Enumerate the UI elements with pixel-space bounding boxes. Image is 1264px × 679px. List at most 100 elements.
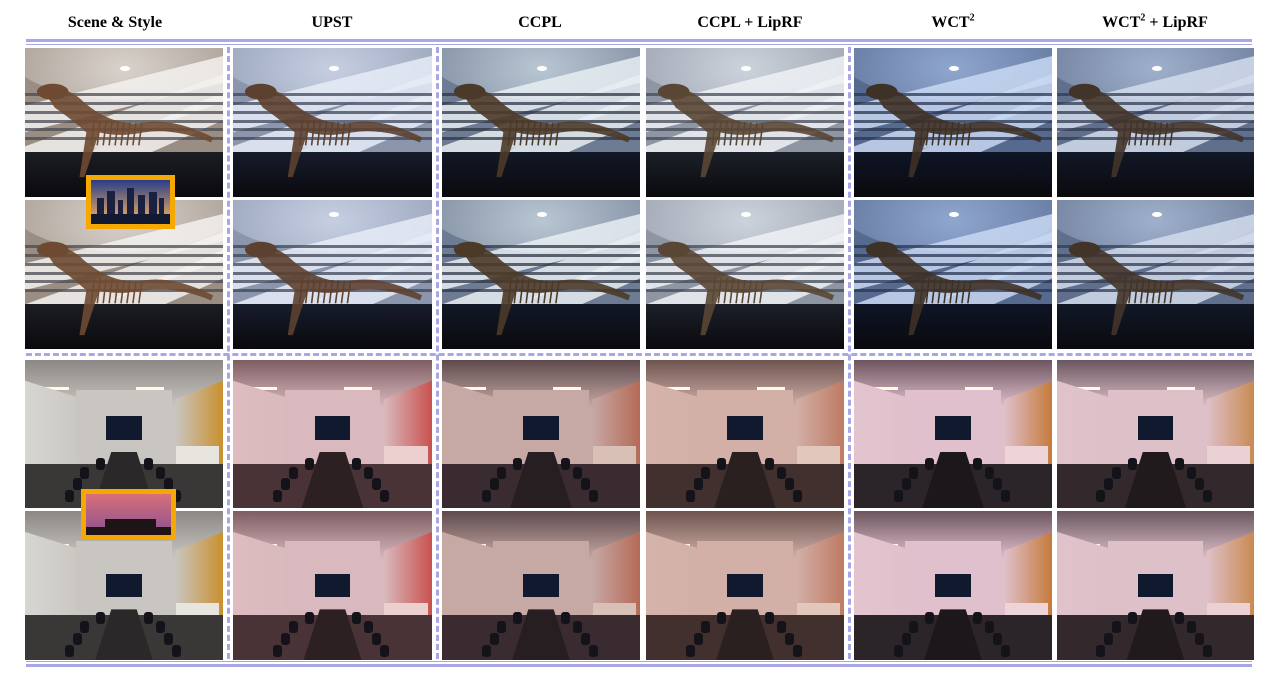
dinosaur-skeleton — [1068, 241, 1245, 336]
railing — [233, 271, 432, 275]
chair — [96, 457, 106, 470]
museum-scene-image-2 — [25, 200, 223, 349]
floor — [233, 304, 432, 349]
moai-statue — [130, 518, 136, 528]
chair — [580, 633, 590, 646]
railing — [25, 137, 223, 141]
floor — [233, 152, 432, 197]
dinosaur-skeleton — [453, 241, 631, 336]
chair — [693, 478, 703, 491]
chair — [717, 457, 727, 470]
skyline-building — [127, 187, 135, 216]
moai-statue — [113, 518, 119, 528]
chair — [1202, 490, 1212, 503]
bottom-rule-thick — [26, 664, 1252, 667]
bottom-rule-thin — [26, 661, 1252, 662]
railing — [25, 271, 223, 275]
floor — [854, 304, 1052, 349]
chair — [764, 612, 774, 625]
header-wct2-liprf-exp: 2 — [1140, 12, 1146, 24]
chair — [1104, 478, 1114, 491]
chair — [489, 478, 499, 491]
railing — [1057, 110, 1254, 114]
cabinet — [384, 445, 429, 464]
railing — [442, 137, 640, 141]
ceiling-light-bar — [40, 386, 69, 390]
dinosaur-skeleton — [1068, 83, 1245, 178]
chair — [155, 621, 165, 634]
ceiling-light-bar — [248, 386, 277, 390]
office-wct2-image-1 — [854, 360, 1052, 508]
railing — [442, 92, 640, 96]
railing — [442, 271, 640, 275]
office-wct2-image-2 — [854, 511, 1052, 660]
ceiling-light — [328, 65, 339, 71]
railing — [442, 119, 640, 123]
chair — [96, 612, 106, 625]
chair — [560, 457, 570, 470]
chair — [984, 466, 994, 479]
railing — [1057, 101, 1254, 105]
office-ccpl-liprf-image-2 — [646, 511, 844, 660]
office-ccpl-image-2 — [442, 511, 640, 660]
office-ccpl-liprf-image-1 — [646, 360, 844, 508]
chair — [352, 612, 362, 625]
chair — [1127, 457, 1137, 470]
chair — [1202, 645, 1212, 658]
moai-statue — [125, 518, 131, 528]
skyline-building — [158, 198, 165, 216]
chair — [80, 466, 90, 479]
floor — [442, 304, 640, 349]
railing — [25, 92, 223, 96]
chair — [64, 645, 74, 658]
cabinet — [175, 445, 220, 464]
chair — [572, 466, 582, 479]
moai-statue — [117, 518, 123, 528]
chair — [701, 466, 711, 479]
railing — [233, 262, 432, 266]
style-reference-sunset-moai — [81, 489, 176, 540]
museum-ccpl-liprf-image-2 — [646, 200, 844, 349]
tv-screen — [935, 416, 971, 440]
chair — [580, 478, 590, 491]
railing — [646, 110, 844, 114]
railing — [646, 101, 844, 105]
chair — [1112, 466, 1122, 479]
dinosaur-skeleton — [453, 83, 631, 178]
chair — [272, 490, 282, 503]
chair — [972, 612, 982, 625]
floor — [1057, 152, 1254, 197]
dinosaur-skeleton — [244, 241, 423, 336]
ceiling-light-bar — [1167, 386, 1195, 390]
railing — [646, 271, 844, 275]
chair — [489, 633, 499, 646]
railing — [1057, 137, 1254, 141]
chair — [925, 612, 935, 625]
cabinet — [592, 445, 637, 464]
chair — [372, 478, 382, 491]
ceiling-light — [328, 211, 339, 217]
floor — [646, 304, 844, 349]
header-wct2: WCT2 — [853, 13, 1053, 32]
header-wct2-base: WCT — [931, 14, 970, 31]
chair — [1112, 621, 1122, 634]
ceiling-light — [949, 65, 960, 71]
chair — [513, 612, 523, 625]
moai-statue — [108, 518, 114, 528]
railing — [646, 262, 844, 266]
skyline-building — [117, 199, 124, 216]
cabinet — [1004, 445, 1049, 464]
chair — [280, 633, 290, 646]
chair — [1096, 490, 1106, 503]
chair — [776, 466, 786, 479]
chair — [72, 633, 82, 646]
museum-wct2-image-1 — [854, 48, 1052, 197]
moai-statue — [104, 518, 110, 528]
header-upst: UPST — [311, 14, 353, 31]
dinosaur-skeleton — [244, 83, 423, 178]
museum-wct2-liprf-image-2 — [1057, 200, 1254, 349]
dinosaur-skeleton — [657, 241, 835, 336]
tv-screen — [106, 573, 142, 598]
chair — [588, 645, 598, 658]
ceiling-light-bar — [964, 386, 993, 390]
